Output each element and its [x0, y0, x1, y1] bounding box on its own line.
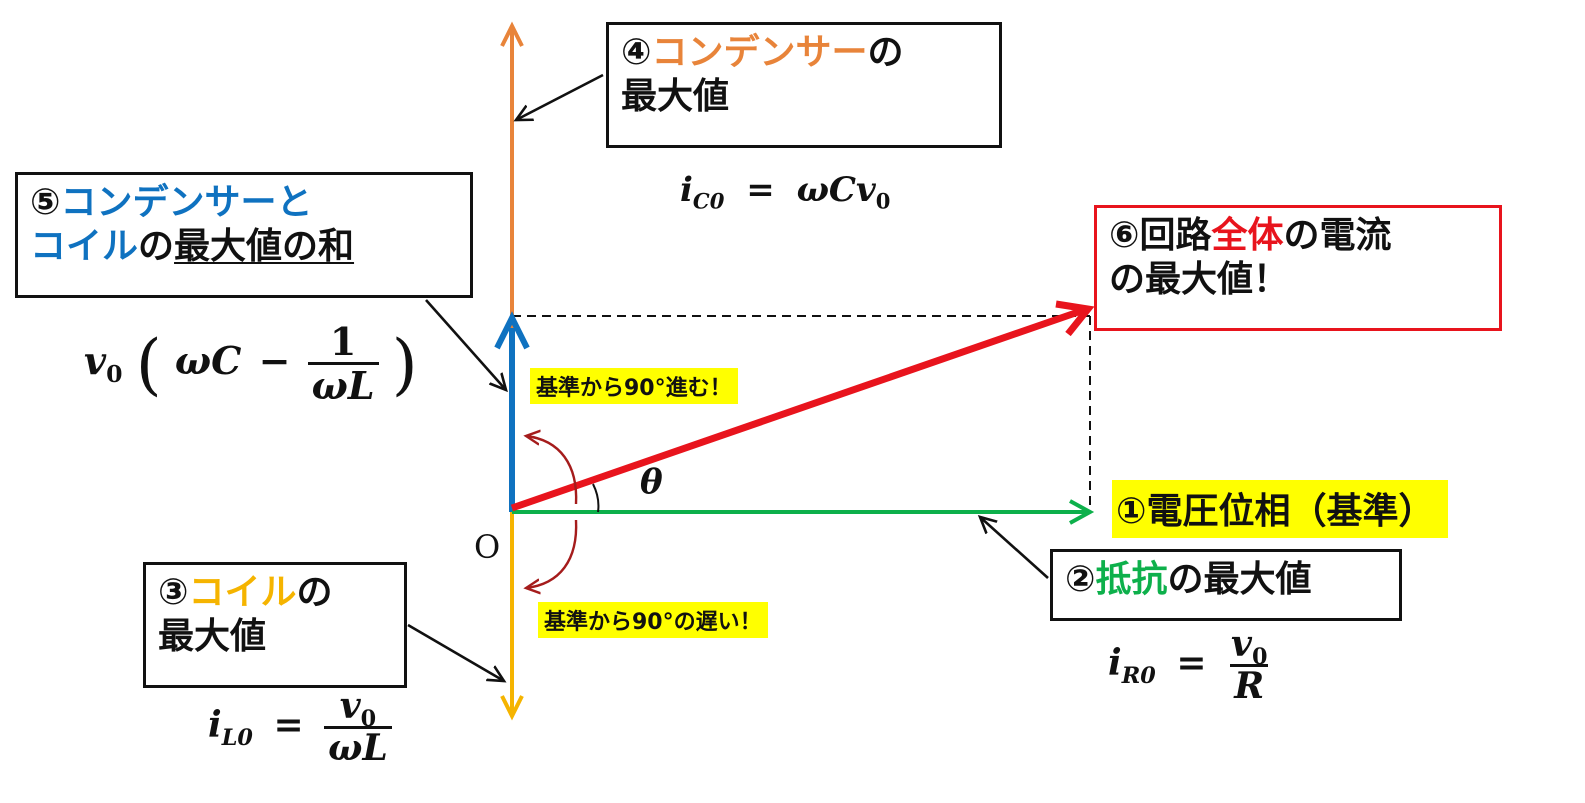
fraction-denominator: ωL: [324, 725, 392, 769]
capacitor-max-label: 最大値: [621, 75, 730, 117]
lag-note: 基準から90°の遅い！: [538, 602, 768, 638]
resistor-callout-arrow: [980, 517, 1049, 579]
lead-note: 基準から90°進む！: [530, 368, 738, 404]
total-current-line: [510, 306, 1086, 512]
resistor-callout-box: ②抵抗の最大値: [1050, 549, 1402, 621]
capacitor-formula: iC0 = ωCv0: [680, 170, 891, 214]
formula-term: ωC: [174, 337, 242, 383]
total-label-highlight: 全体: [1211, 215, 1284, 256]
total-arrowhead: [1055, 300, 1095, 337]
coil-callout-arrow: [407, 623, 504, 681]
theta-angle-arc: [592, 483, 600, 513]
formula-fraction: 1 ωL: [307, 319, 379, 407]
capacitor-label-suffix: の: [867, 32, 904, 73]
circled-number-5: ⑤: [30, 182, 61, 223]
fraction-numerator: v: [1231, 623, 1252, 665]
sum-formula: v0 ( ωC − 1 ωL ): [84, 322, 418, 407]
lag-rotation-arc: [526, 519, 578, 588]
theta-label: θ: [640, 462, 663, 502]
fraction-numerator: 1: [329, 319, 357, 364]
formula-symbol: ωCv: [796, 170, 876, 210]
formula-subscript: R0: [1121, 662, 1156, 689]
circled-number-6: ⑥: [1109, 215, 1140, 256]
formula-equals: =: [746, 170, 775, 210]
fraction-denominator: R: [1230, 663, 1269, 707]
resistor-label: 抵抗: [1095, 559, 1168, 600]
formula-fraction: v0 ωL: [324, 685, 392, 769]
lead-rotation-arc: [526, 436, 578, 505]
circled-number-4: ④: [621, 32, 652, 73]
capacitor-arrowhead: [500, 21, 524, 47]
formula-subscript: 0: [875, 188, 891, 214]
formula-symbol: i: [208, 704, 222, 747]
reference-label: ①電圧位相（基準）: [1112, 480, 1449, 538]
capacitor-label: コンデンサー: [651, 32, 868, 73]
total-callout-box: ⑥回路全体の電流 の最大値！: [1094, 205, 1502, 331]
formula-symbol: i: [1108, 642, 1122, 685]
sum-label-line1: コンデンサーと: [60, 182, 313, 223]
formula-fraction: v0 R: [1227, 623, 1271, 707]
formula-subscript: 0: [1251, 643, 1268, 670]
resistor-arrowhead: [1069, 499, 1095, 525]
fraction-denominator: ωL: [307, 361, 379, 407]
coil-label-suffix: の: [296, 572, 333, 613]
sum-label-particle: の: [138, 225, 175, 267]
sum-arrowhead: [494, 311, 530, 350]
formula-minus: −: [258, 337, 291, 383]
formula-equals: =: [273, 704, 304, 747]
coil-label: コイル: [188, 572, 297, 613]
sum-callout-box: ⑤コンデンサーと コイルの最大値の和: [15, 172, 473, 298]
resistor-formula: iR0 = v0 R: [1108, 623, 1271, 707]
capacitor-callout-box: ④コンデンサーの 最大値: [606, 22, 1002, 148]
total-max-label: の最大値！: [1109, 258, 1290, 300]
formula-symbol: v: [84, 337, 107, 383]
capacitor-callout-arrow: [516, 73, 604, 120]
coil-max-label: 最大値: [158, 615, 267, 657]
formula-subscript: C0: [692, 188, 725, 214]
formula-subscript: 0: [360, 705, 377, 732]
circled-number-3: ③: [158, 572, 189, 613]
circled-number-2: ②: [1065, 559, 1096, 600]
coil-arrowhead: [500, 695, 524, 721]
formula-subscript: 0: [106, 360, 123, 389]
origin-label: O: [474, 528, 501, 566]
formula-close-paren: ): [391, 325, 418, 404]
resistor-label-suffix: の最大値: [1167, 559, 1312, 600]
total-label-suffix: の電流: [1283, 215, 1392, 256]
formula-equals: =: [1176, 642, 1207, 685]
coil-callout-box: ③コイルの 最大値: [143, 562, 407, 688]
sum-label-underlined: 最大値の和: [174, 225, 355, 267]
coil-formula: iL0 = v0 ωL: [208, 685, 392, 769]
formula-subscript: L0: [221, 724, 253, 751]
sum-callout-arrow: [425, 299, 506, 390]
formula-symbol: i: [680, 170, 693, 210]
formula-open-paren: (: [135, 325, 162, 404]
fraction-numerator: v: [339, 685, 361, 727]
sum-label-coil: コイル: [30, 225, 139, 267]
total-label-prefix: 回路: [1139, 215, 1212, 256]
